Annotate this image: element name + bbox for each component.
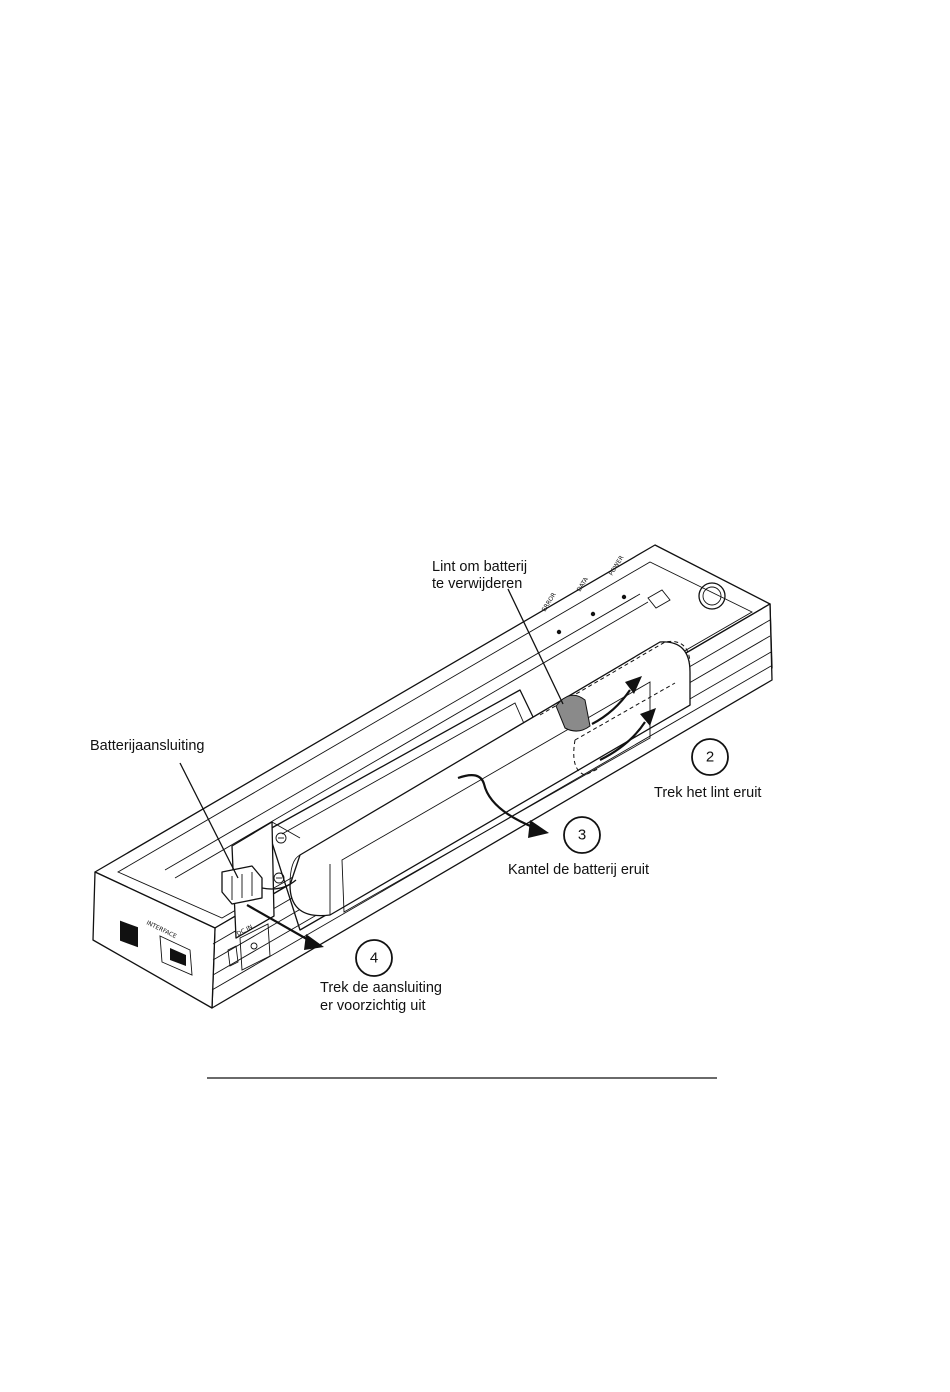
ribbon-label-line2: te verwijderen [432, 576, 522, 592]
step-3-caption: Kantel de batterij eruit [508, 862, 649, 878]
step-2-number: 2 [706, 749, 714, 766]
step-4-number: 4 [370, 950, 378, 967]
step-3-number: 3 [578, 827, 586, 844]
ribbon-label-line1: Lint om batterij [432, 559, 527, 575]
printer-illustration: POWER DATA ERROR INTERFACE DC IN [93, 545, 772, 1008]
step-4-caption-line1: Trek de aansluiting [320, 980, 442, 996]
step-2-caption: Trek het lint eruit [654, 785, 761, 801]
step-4-caption-line2: er voorzichtig uit [320, 998, 426, 1014]
connector-label: Batterijaansluiting [90, 738, 204, 754]
